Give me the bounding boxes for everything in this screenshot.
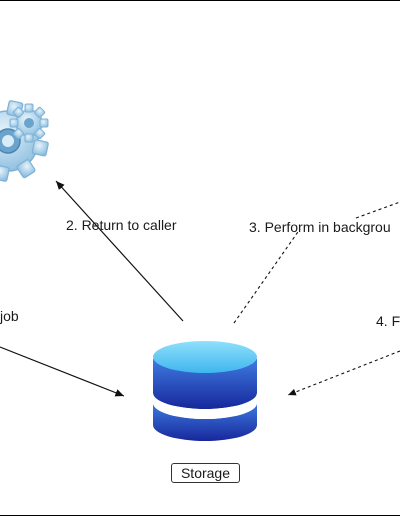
edge-perform-line-top <box>355 201 400 219</box>
edge-fetch-label: 4. F <box>376 313 400 329</box>
gear-small-icon <box>9 103 49 143</box>
edge-return-line <box>55 180 184 322</box>
edge-enqueue-line <box>0 346 125 397</box>
edge-perform-label: 3. Perform in backgrou <box>249 219 391 235</box>
storage-label: Storage <box>171 463 240 483</box>
edge-return-label: 2. Return to caller <box>66 217 177 233</box>
edge-fetch-line <box>287 350 400 396</box>
edge-perform-line <box>233 228 301 324</box>
edge-enqueue-label: job <box>0 308 19 324</box>
database-icon <box>153 341 257 441</box>
